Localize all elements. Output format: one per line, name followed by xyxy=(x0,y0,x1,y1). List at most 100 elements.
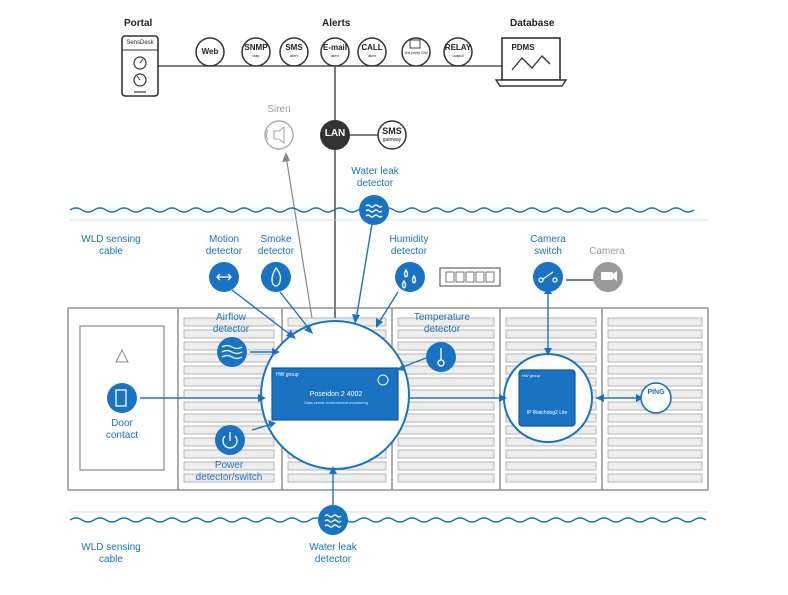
lan-icon xyxy=(320,120,350,150)
poseidon-brand: HW group xyxy=(276,372,299,378)
rack-unit xyxy=(607,353,703,363)
rack-unit xyxy=(183,461,275,471)
rack-unit xyxy=(397,401,495,411)
door-label-2: contact xyxy=(105,430,139,441)
siren-icon xyxy=(264,120,294,150)
database-laptop-icon xyxy=(494,37,568,87)
temperature-label-2: detector xyxy=(423,324,461,335)
sms-gateway-icon xyxy=(377,120,407,150)
rack-unit xyxy=(183,365,275,375)
camera-switch-label-1: Camera xyxy=(530,234,566,245)
camera-label: Camera xyxy=(589,246,625,257)
third-party-sw-icon xyxy=(409,39,421,49)
rack-unit xyxy=(607,473,703,483)
smoke-label-2: detector xyxy=(257,246,295,257)
watchdog-name: IP Watchdog2 Lite xyxy=(526,410,568,416)
rack-unit xyxy=(397,317,495,327)
humidity-label-2: detector xyxy=(390,246,428,257)
watchdog-brand: HW group xyxy=(522,373,541,378)
camera-switch-icon xyxy=(533,262,563,292)
pdms-label: PDMS xyxy=(511,43,535,52)
water-leak-bottom-label-1: Water leak xyxy=(309,542,357,553)
bottom-water-waves xyxy=(69,511,708,523)
sms-gateway-label: SMS xyxy=(382,126,402,136)
smoke-icon xyxy=(261,262,291,292)
alert-icon-label: E-mail xyxy=(322,43,347,52)
temperature-panel xyxy=(439,267,501,287)
airflow-label-1: Airflow xyxy=(215,312,246,323)
rack-unit xyxy=(397,389,495,399)
door-label-1: Door xyxy=(111,418,133,429)
portal-heading: Portal xyxy=(124,18,153,29)
siren-label: Siren xyxy=(267,104,291,115)
rack-unit xyxy=(607,341,703,351)
database-heading: Database xyxy=(510,18,555,29)
smoke-label-1: Smoke xyxy=(260,234,292,245)
sensor-arrows xyxy=(140,223,640,506)
rack-unit xyxy=(505,449,597,459)
alert-icon-sublabel: output xyxy=(452,53,464,58)
water-leak-top-label-2: detector xyxy=(356,178,394,189)
alert-icon-sublabel: alert xyxy=(290,53,298,58)
motion-label-2: detector xyxy=(205,246,243,257)
arrow-heads xyxy=(258,286,644,474)
rack-unit xyxy=(607,365,703,375)
portal-phone-icon xyxy=(121,35,159,97)
alert-icon-label: RELAY xyxy=(444,43,472,52)
rack-unit xyxy=(397,377,495,387)
alert-icon-sublabel: alert xyxy=(368,53,376,58)
alert-icon-sublabel: 3rd party SW xyxy=(404,50,428,55)
water-leak-top-icon xyxy=(359,195,389,225)
alert-icon-label: Web xyxy=(201,47,219,56)
wld-top-label-1: WLD sensing xyxy=(81,234,141,245)
rack-unit xyxy=(505,317,597,327)
rack-unit xyxy=(183,413,275,423)
watchdog-device xyxy=(518,369,576,427)
top-water-waves xyxy=(69,207,708,221)
rack-unit xyxy=(183,377,275,387)
poseidon-name: Poseidon 2 4002 xyxy=(309,391,363,398)
wld-bottom-label-2: cable xyxy=(99,554,123,565)
alert-icon-sublabel: alert xyxy=(331,53,339,58)
rack-unit xyxy=(397,413,495,423)
rack-unit xyxy=(505,473,597,483)
rack-unit xyxy=(397,425,495,435)
rack-unit xyxy=(183,473,275,483)
rack-unit xyxy=(607,437,703,447)
rack-unit xyxy=(397,437,495,447)
rack-unit xyxy=(397,449,495,459)
camera-switch-label-2: switch xyxy=(534,246,562,257)
power-label-1: Power xyxy=(214,460,244,471)
rack-unit xyxy=(607,449,703,459)
door-icon xyxy=(107,383,137,413)
alert-icons xyxy=(195,37,473,67)
temperature-label-1: Temperature xyxy=(413,312,471,323)
rack-unit xyxy=(505,329,597,339)
rack-unit xyxy=(397,329,495,339)
rack-unit xyxy=(287,473,387,483)
ping-label: PING xyxy=(647,389,665,396)
alert-icon-label: CALL xyxy=(361,43,383,52)
water-leak-bottom-icon xyxy=(318,505,348,535)
alert-icon-label: SMS xyxy=(285,43,303,52)
airflow-label-2: detector xyxy=(212,324,250,335)
power-label-2: detector/switch xyxy=(195,472,263,483)
sms-gateway-sub: gateway xyxy=(382,137,402,143)
alert-icon-sublabel: trap xyxy=(252,53,260,58)
sensdesk-label: SensDesk xyxy=(126,40,154,46)
rack-unit xyxy=(505,461,597,471)
sensor-glyphs xyxy=(115,204,558,528)
rack-unit xyxy=(607,425,703,435)
ping-icon xyxy=(640,382,672,414)
rack-unit xyxy=(397,461,495,471)
alerts-heading: Alerts xyxy=(322,18,351,29)
lan-label: LAN xyxy=(324,128,346,139)
rack-unit xyxy=(607,461,703,471)
wld-top-label-2: cable xyxy=(99,246,123,257)
rack-unit xyxy=(397,473,495,483)
siren-arrow xyxy=(282,152,313,319)
water-leak-bottom-label-2: detector xyxy=(314,554,352,565)
rack-unit xyxy=(607,413,703,423)
